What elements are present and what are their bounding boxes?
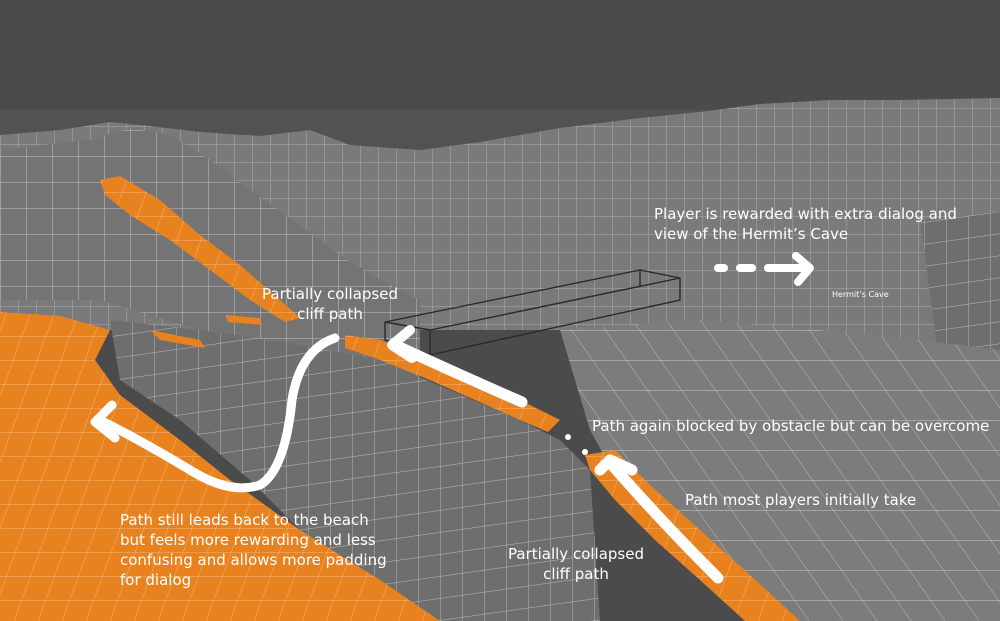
initial-path-arrowhead bbox=[594, 454, 638, 476]
beach-return-arrow bbox=[95, 333, 340, 493]
beach-path-note: Path still leads back to the beach but f… bbox=[120, 511, 387, 589]
upper-path-fragment bbox=[150, 330, 205, 348]
beach-return-arrowhead bbox=[90, 400, 120, 443]
central-cliff bbox=[110, 320, 600, 621]
initial-path-note: Path most players initially take bbox=[685, 491, 917, 509]
collapsed-upper-note: Partially collapsed cliff path bbox=[262, 285, 398, 323]
collapsed-lower-note: Partially collapsed cliff path bbox=[508, 545, 644, 583]
blocked-note: Path again blocked by obstacle but can b… bbox=[592, 417, 990, 435]
obstacle-dot-2 bbox=[565, 434, 571, 440]
obstacle-dot-1 bbox=[582, 449, 588, 455]
hermit-cave-label: Hermit’s Cave bbox=[832, 290, 889, 299]
middle-path-arrowhead bbox=[387, 325, 417, 363]
cave-plateau bbox=[430, 216, 1000, 400]
lower-ground bbox=[560, 320, 1000, 621]
middle-cliff-path bbox=[345, 335, 560, 432]
reward-note: Player is rewarded with extra dialog and… bbox=[654, 205, 957, 243]
upper-path-fragment-2 bbox=[225, 315, 262, 325]
cave-arrowhead bbox=[792, 252, 814, 286]
beach-area bbox=[0, 312, 440, 621]
upper-collapsed-path bbox=[100, 176, 300, 322]
initial-path-arrow bbox=[606, 459, 724, 584]
